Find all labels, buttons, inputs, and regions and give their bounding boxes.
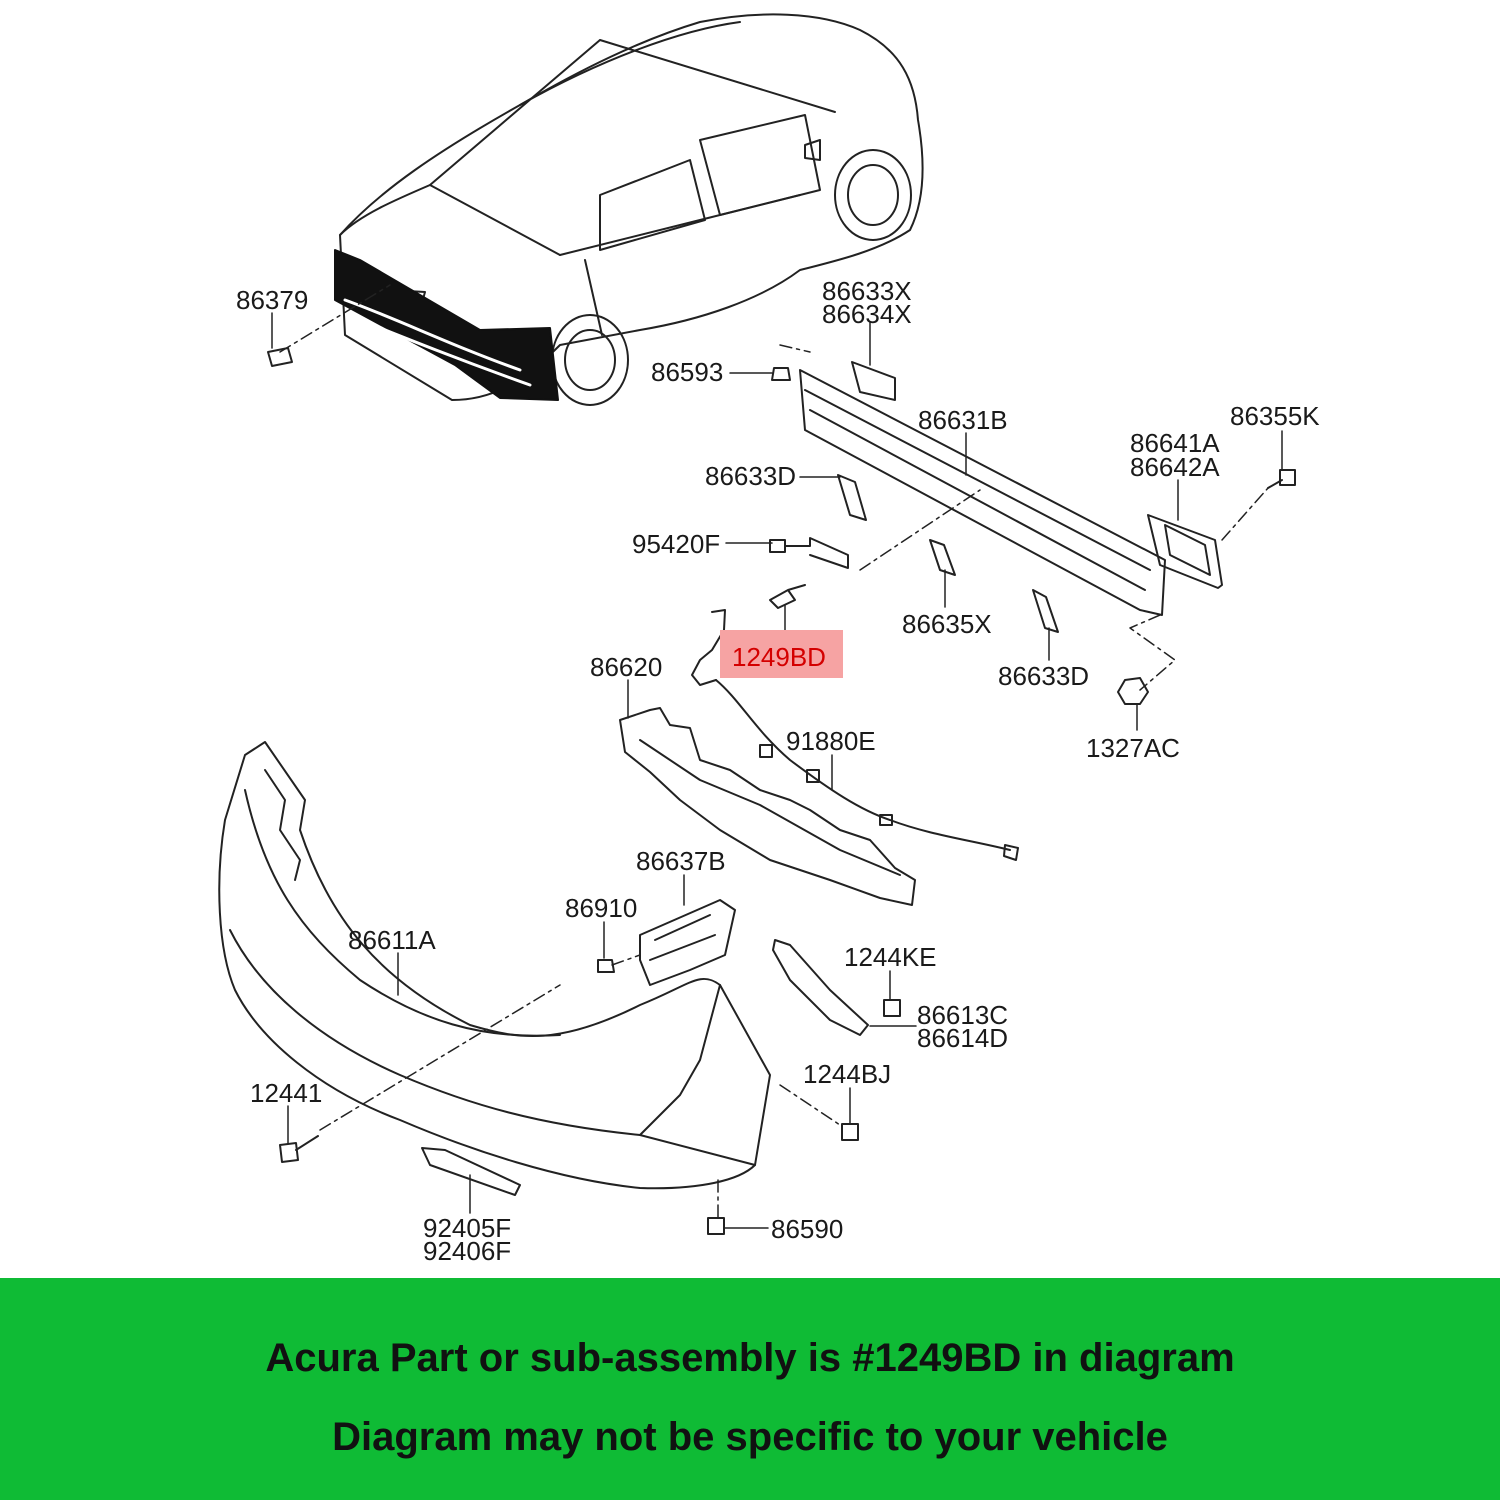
- part-label-86614D: 86614D: [917, 1023, 1008, 1053]
- part-label-92405F: 92405F: [423, 1213, 511, 1243]
- part-label-1244KE: 1244KE: [844, 942, 937, 972]
- part-label-86637B: 86637B: [636, 846, 726, 876]
- bumper-beam: [799, 361, 1223, 616]
- banner-disclaimer-text: Diagram may not be specific to your vehi…: [332, 1415, 1168, 1459]
- part-label-86613C: 86613C: [917, 1000, 1008, 1030]
- part-label-86641A: 86641A: [1130, 428, 1220, 458]
- reflector-92405F: [421, 1147, 521, 1196]
- bolt-12441: [279, 1135, 319, 1163]
- part-label-86642A: 86642A: [1130, 452, 1220, 482]
- side-bracket-86637B: [639, 899, 736, 986]
- part-label-91880E: 91880E: [786, 726, 876, 756]
- bracket-86633D-lower: [1032, 589, 1059, 633]
- part-label-86910: 86910: [565, 893, 637, 923]
- part-label-1327AC: 1327AC: [1086, 733, 1180, 763]
- bolt-1244BJ: [841, 1123, 859, 1141]
- part-label-1244BJ: 1244BJ: [803, 1059, 891, 1089]
- bolt-1244KE: [883, 999, 901, 1017]
- car-illustration: [334, 13, 924, 406]
- clip-86593: [771, 367, 791, 381]
- screw-1249BD: [769, 584, 806, 609]
- clip-86910: [597, 959, 615, 973]
- part-label-95420F: 95420F: [632, 529, 720, 559]
- banner-part-number-text: Acura Part or sub-assembly is #1249BD in…: [265, 1336, 1235, 1380]
- part-label-86633X: 86633X: [822, 276, 912, 306]
- clip-86590: [707, 1217, 725, 1235]
- part-label-86620: 86620: [590, 652, 662, 682]
- part-label-86379: 86379: [236, 285, 308, 315]
- bracket-86635X: [929, 539, 956, 576]
- part-label-86633D: 86633D: [705, 461, 796, 491]
- part-label-86590: 86590: [771, 1214, 843, 1244]
- part-label-86355K: 86355K: [1230, 401, 1320, 431]
- parts-diagram: 86379 86633X 86634X 86593 86631B 86355K …: [218, 13, 1320, 1266]
- bolt-86355K: [1267, 469, 1296, 489]
- clip-86379: [267, 347, 293, 367]
- part-label-12441: 12441: [250, 1078, 322, 1108]
- highlight-box: [720, 630, 843, 678]
- side-bracket-86613C: [772, 939, 869, 1036]
- part-label-86631B: 86631B: [918, 405, 1008, 435]
- part-label-86634X: 86634X: [822, 299, 912, 329]
- sensor-95420F: [769, 537, 849, 569]
- highlighted-part-label: 1249BD: [732, 642, 826, 672]
- energy-absorber: [619, 707, 916, 906]
- bracket-86633D: [837, 474, 867, 521]
- part-label-92406F: 92406F: [423, 1236, 511, 1266]
- wiring-harness: [691, 609, 1019, 861]
- info-banner: Acura Part or sub-assembly is #1249BD in…: [0, 1278, 1500, 1500]
- part-label-86593: 86593: [651, 357, 723, 387]
- nut-1327AC: [1117, 677, 1149, 705]
- part-label-86633D-lower: 86633D: [998, 661, 1089, 691]
- bumper-cover: [218, 741, 771, 1190]
- part-label-86611A: 86611A: [348, 925, 436, 955]
- part-label-86635X: 86635X: [902, 609, 992, 639]
